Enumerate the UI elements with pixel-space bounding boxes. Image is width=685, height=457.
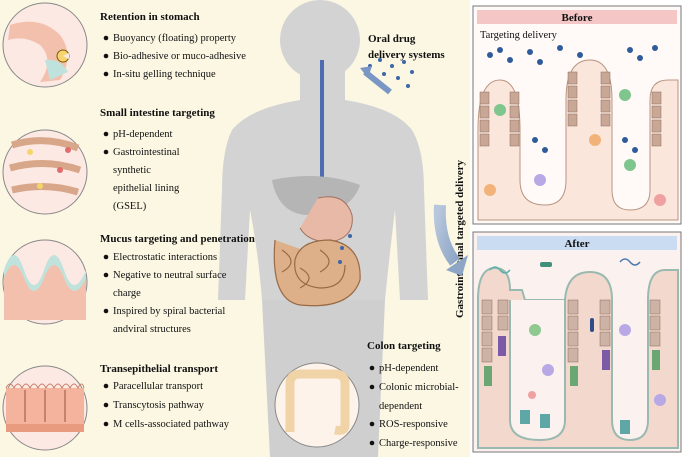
colon-item: pH-dependent [379, 363, 439, 374]
after-title: After [564, 238, 589, 250]
mucus-item: Inspired by spiral bacterial [113, 306, 225, 317]
transepithelial-title: Transepithelial transport [100, 363, 218, 375]
colon-title: Colon targeting [367, 340, 441, 352]
colon-item: Charge-responsive [379, 438, 458, 449]
mucus-item: charge [113, 288, 141, 299]
small-intestine-item: (GSEL) [113, 201, 147, 212]
transepithelial-item: M cells-associated pathway [113, 419, 230, 430]
colon-item: ROS-responsive [379, 419, 448, 430]
transition-arrow [433, 204, 460, 266]
section-stomach: Retention in stomach Buoyancy (floating)… [100, 11, 246, 80]
small-intestine-item: Gastrointestinal [113, 147, 180, 158]
stomach-title: Retention in stomach [100, 11, 200, 23]
stomach-item: Buoyancy (floating) property [113, 33, 237, 44]
small-intestine-item: pH-dependent [113, 129, 173, 140]
colon-item: dependent [379, 401, 422, 412]
before-panel: Before Targeting delivery [472, 5, 682, 225]
vertical-label: Gastrointestinal targeted delivery [454, 159, 466, 318]
mucus-title: Mucus targeting and penetration [100, 233, 255, 245]
stomach-item: In-situ gelling technique [113, 69, 216, 80]
stomach-circle-illustration [2, 2, 88, 88]
oral-line2: delivery systems [368, 49, 445, 61]
small-intestine-item: synthetic [113, 165, 151, 176]
mucus-item: Electrostatic interactions [113, 252, 217, 263]
stomach-item: Bio-adhesive or muco-adhesive [113, 51, 246, 62]
mucus-item: Negative to neutral surface [113, 270, 227, 281]
after-panel: After [472, 231, 682, 453]
small-intestine-circle-illustration [2, 129, 88, 215]
oral-drug-label: Oral drug delivery systems [368, 33, 445, 61]
before-title: Before [562, 12, 593, 24]
transepithelial-item: Transcytosis pathway [113, 400, 205, 411]
section-mucus: Mucus targeting and penetration Electros… [100, 233, 255, 335]
before-label: Targeting delivery [480, 30, 558, 41]
colon-item: Colonic microbial- [379, 382, 459, 393]
transepithelial-circle-illustration [2, 365, 88, 451]
colon-circle-illustration [274, 362, 360, 448]
human-body-figure [218, 0, 428, 457]
mucus-circle-illustration [2, 239, 88, 325]
section-small-intestine: Small intestine targeting pH-dependent G… [100, 107, 215, 212]
small-intestine-title: Small intestine targeting [100, 107, 215, 119]
mucus-item: andviral structures [113, 324, 191, 335]
section-transepithelial: Transepithelial transport Paracellular t… [100, 363, 230, 430]
oral-line1: Oral drug [368, 33, 416, 45]
section-colon: Colon targeting pH-dependent Colonic mic… [367, 340, 459, 449]
small-intestine-item: epithelial lining [113, 183, 180, 194]
transepithelial-item: Paracellular transport [113, 381, 203, 392]
